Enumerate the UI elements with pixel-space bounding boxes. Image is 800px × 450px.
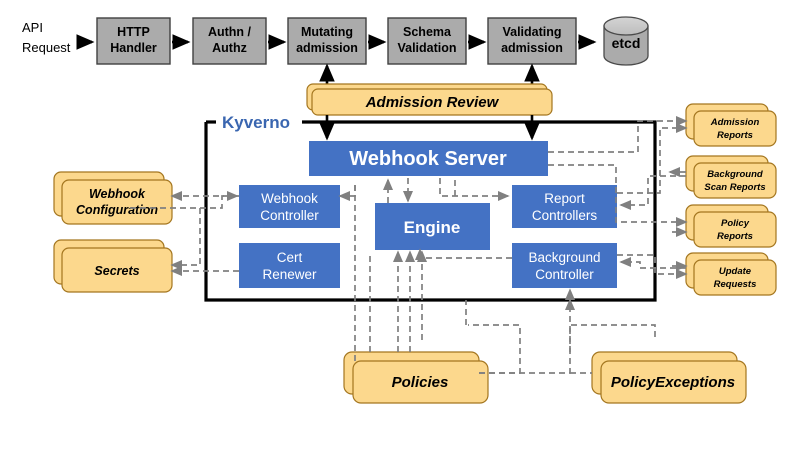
- connector-webhook-server-to-report-controllers: [439, 178, 510, 202]
- stage-schema-validation[interactable]: Schema Validation: [387, 17, 467, 65]
- resource-background-scan-reports-line1: Background: [707, 169, 763, 180]
- component-webhook-server[interactable]: Webhook Server: [309, 141, 548, 176]
- api-request-line2: Request: [22, 40, 71, 55]
- connector-group: [130, 115, 688, 374]
- stage-validating-admission-line2: admission: [501, 41, 563, 55]
- component-cert-renewer-line1: Cert: [277, 250, 303, 265]
- connector-webhook-configuration-to-webhook-controller: [130, 190, 239, 209]
- stage-authn-authz[interactable]: Authn / Authz: [192, 17, 267, 65]
- connector-update-requests-to-background-controller: [619, 256, 686, 269]
- connector-policies-rail-right: [479, 324, 656, 374]
- kyverno-label: Kyverno: [222, 113, 290, 132]
- stage-http-handler-line1: HTTP: [117, 25, 150, 39]
- component-report-controllers-line1: Report: [544, 191, 585, 206]
- resource-update-requests-line1: Update: [719, 266, 752, 277]
- resource-background-scan-reports[interactable]: Background Scan Reports: [685, 155, 777, 199]
- api-request-line1: API: [22, 20, 43, 35]
- connector-rail-to-webhook-controller: [338, 185, 356, 202]
- component-engine[interactable]: Engine: [375, 203, 490, 250]
- connector-report-controllers-to-admission-reports: [617, 122, 688, 194]
- component-report-controllers[interactable]: Report Controllers: [512, 185, 617, 228]
- connector-webhook-controller-branch-to-secrets: [170, 208, 201, 271]
- stage-mutating-admission-line2: admission: [296, 41, 358, 55]
- stage-schema-validation-line1: Schema: [403, 25, 452, 39]
- stage-http-handler[interactable]: HTTP Handler: [96, 17, 171, 65]
- resource-admission-reports-line2: Reports: [717, 130, 753, 141]
- resource-policies-label: Policies: [392, 374, 449, 391]
- connector-background-controller-to-update-requests: [617, 254, 688, 280]
- connector-background-controller-to-engine: [414, 248, 512, 261]
- stage-http-handler-line2: Handler: [110, 41, 157, 55]
- resource-admission-reports[interactable]: Admission Reports: [685, 103, 777, 147]
- admission-review-label: Admission Review: [365, 94, 500, 111]
- resource-webhook-configuration-line1: Webhook: [89, 187, 146, 201]
- resource-admission-reports-line1: Admission: [710, 117, 760, 128]
- stage-validating-admission[interactable]: Validating admission: [487, 17, 577, 65]
- connector-group-right-arrows: [672, 226, 688, 272]
- component-cert-renewer-line2: Renewer: [262, 267, 317, 282]
- component-engine-label: Engine: [404, 218, 461, 237]
- resource-policies[interactable]: Policies: [343, 351, 489, 404]
- api-request-label: API Request: [22, 20, 71, 55]
- resource-update-requests-line2: Requests: [714, 279, 757, 290]
- resource-policy-reports-line1: Policy: [721, 218, 750, 229]
- etcd-datastore-icon[interactable]: etcd: [603, 16, 649, 66]
- resource-update-requests[interactable]: Update Requests: [685, 252, 777, 296]
- stage-authn-authz-line2: Authz: [212, 41, 247, 55]
- resource-webhook-configuration[interactable]: Webhook Configuration: [53, 171, 173, 225]
- connector-webhook-server-to-policy-reports: [548, 164, 688, 228]
- stage-mutating-admission-line1: Mutating: [301, 25, 353, 39]
- resource-background-scan-reports-line2: Scan Reports: [704, 182, 765, 193]
- resource-policy-exceptions[interactable]: PolicyExceptions: [591, 351, 747, 404]
- component-webhook-controller-line1: Webhook: [261, 191, 318, 206]
- admission-review-box[interactable]: Admission Review: [306, 83, 553, 116]
- component-report-controllers-line2: Controllers: [532, 208, 598, 223]
- component-background-controller-line1: Background: [528, 250, 600, 265]
- resource-policy-reports[interactable]: Policy Reports: [685, 204, 777, 248]
- resource-secrets[interactable]: Secrets: [53, 239, 173, 293]
- component-webhook-server-label: Webhook Server: [349, 148, 507, 170]
- resource-webhook-configuration-line2: Configuration: [76, 203, 158, 217]
- connector-webhook-server-to-admission-reports: [548, 115, 688, 153]
- resource-policy-exceptions-label: PolicyExceptions: [611, 374, 735, 391]
- resource-policy-reports-line2: Reports: [717, 231, 753, 242]
- stage-validating-admission-line1: Validating: [502, 25, 561, 39]
- stage-schema-validation-line2: Validation: [397, 41, 456, 55]
- stage-mutating-admission[interactable]: Mutating admission: [287, 17, 367, 65]
- component-webhook-controller[interactable]: Webhook Controller: [239, 185, 340, 228]
- etcd-label: etcd: [612, 35, 641, 51]
- component-background-controller-line2: Controller: [535, 267, 594, 282]
- component-background-controller[interactable]: Background Controller: [512, 243, 617, 288]
- kyverno-boundary: [204, 120, 657, 302]
- stage-authn-authz-line1: Authn /: [208, 25, 252, 39]
- component-cert-renewer[interactable]: Cert Renewer: [239, 243, 340, 288]
- component-webhook-controller-line2: Controller: [260, 208, 319, 223]
- resource-secrets-label: Secrets: [94, 264, 139, 278]
- connector-policies-riser-a: [369, 255, 373, 352]
- connector-background-scan-reports-to-report-controllers: [619, 175, 686, 211]
